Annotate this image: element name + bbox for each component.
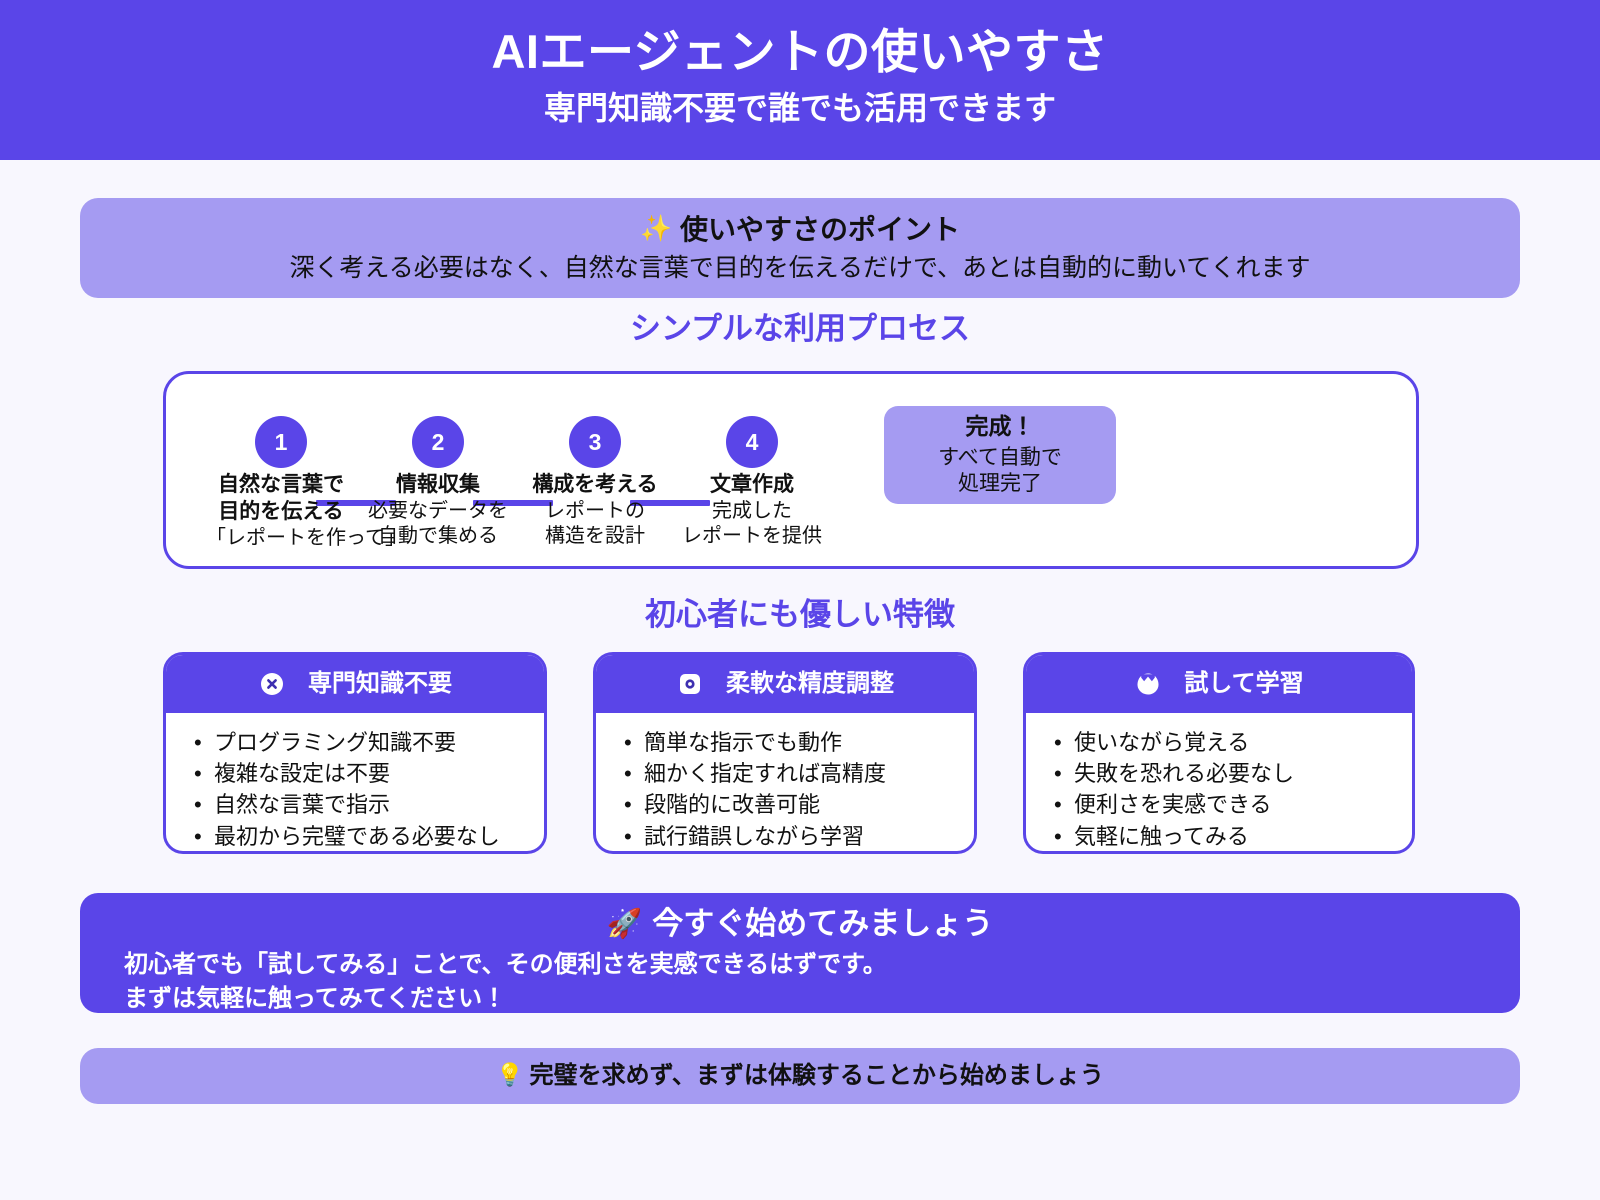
- list-item: プログラミング知識不要: [194, 727, 528, 758]
- feature-card-header: 専門知識不要: [166, 655, 544, 713]
- cta-line1: 初心者でも「試してみる」ことで、その便利さを実感できるはずです。: [124, 950, 887, 978]
- list-item: 便利さを実感できる: [1054, 789, 1396, 820]
- process-steps: 1 自然な言葉で 目的を伝える 「レポートを作って」 2 情報収集 必要なデータ…: [206, 404, 906, 554]
- list-item: 最初から完璧である必要なし: [194, 821, 528, 851]
- cta-title: 今すぐ始めてみましょう: [652, 906, 994, 941]
- step-number-badge: 1: [255, 416, 307, 468]
- list-item: 使いながら覚える: [1054, 727, 1396, 758]
- step-title: 情報収集: [396, 473, 480, 496]
- process-section-heading: シンプルな利用プロセス: [629, 311, 971, 346]
- feature-card-title: 専門知識不要: [308, 670, 452, 697]
- step-connector-2-3: [473, 500, 553, 506]
- step-connector-1-2: [316, 500, 396, 506]
- page-header: AIエージェントの使いやすさ 専門知識不要で誰でも活用できます: [0, 0, 1600, 160]
- list-item: 細かく指定すれば高精度: [624, 758, 958, 789]
- cta-line2: まずは気軽に触ってみてください！: [124, 984, 507, 1012]
- step-description-line2: 自動で集める: [378, 525, 498, 548]
- lightbulb-icon: 💡: [496, 1062, 524, 1088]
- step-description-line2: 構造を設計: [545, 525, 645, 548]
- completion-title: 完成！: [965, 412, 1035, 439]
- list-item: 気軽に触ってみる: [1054, 821, 1396, 851]
- list-item: 段階的に改善可能: [624, 789, 958, 820]
- step-title: 自然な言葉で: [218, 473, 344, 496]
- step-description: 「レポートを作って」: [206, 526, 405, 549]
- step-description: 必要なデータを: [368, 499, 508, 522]
- feature-card-body: 使いながら覚える 失敗を恐れる必要なし 便利さを実感できる 気軽に触ってみる: [1026, 713, 1412, 851]
- completion-box: 完成！ すべて自動で 処理完了: [884, 406, 1116, 504]
- footer-banner: 💡 完璧を求めず、まずは体験することから始めましょう: [80, 1048, 1520, 1104]
- hatching-chick-icon: [1137, 673, 1159, 695]
- completion-line1: すべて自動で: [938, 445, 1062, 469]
- page-subtitle: 専門知識不要で誰でも活用できます: [543, 89, 1056, 126]
- process-flow-card: 1 自然な言葉で 目的を伝える 「レポートを作って」 2 情報収集 必要なデータ…: [163, 371, 1419, 569]
- step-number-badge: 2: [412, 416, 464, 468]
- list-item: 試行錯誤しながら学習: [624, 821, 958, 851]
- point-banner-description: 深く考える必要はなく、自然な言葉で目的を伝えるだけで、あとは自動的に動いてくれま…: [289, 253, 1311, 282]
- feature-item-list: プログラミング知識不要 複雑な設定は不要 自然な言葉で指示 最初から完璧である必…: [192, 727, 528, 851]
- step-description: 完成した: [712, 499, 792, 522]
- step-description-line2: レポートを提供: [682, 525, 822, 548]
- feature-card-body: 簡単な指示でも動作 細かく指定すれば高精度 段階的に改善可能 試行錯誤しながら学…: [596, 713, 974, 851]
- sparkles-icon: ✨: [639, 214, 673, 245]
- feature-card-header: 柔軟な精度調整: [596, 655, 974, 713]
- feature-item-list: 使いながら覚える 失敗を恐れる必要なし 便利さを実感できる 気軽に触ってみる: [1052, 727, 1396, 851]
- point-banner-title: 使いやすさのポイント: [680, 214, 961, 246]
- point-banner-title-row: ✨ 使いやすさのポイント: [640, 213, 960, 247]
- feature-card-flexible-precision: 柔軟な精度調整 簡単な指示でも動作 細かく指定すれば高精度 段階的に改善可能 試…: [593, 652, 977, 854]
- feature-card-body: プログラミング知識不要 複雑な設定は不要 自然な言葉で指示 最初から完璧である必…: [166, 713, 544, 851]
- feature-card-title: 試して学習: [1184, 670, 1304, 697]
- step-title-line2: 目的を伝える: [218, 499, 344, 523]
- rocket-icon: 🚀: [606, 907, 643, 941]
- list-item: 複雑な設定は不要: [194, 758, 528, 789]
- features-section-heading: 初心者にも優しい特徴: [645, 597, 955, 632]
- step-number-badge: 4: [726, 416, 778, 468]
- step-connector-3-4: [630, 500, 710, 506]
- process-step-1: 1 自然な言葉で 目的を伝える 「レポートを作って」: [206, 416, 405, 551]
- step-title: 文章作成: [710, 473, 794, 496]
- footer-text-row: 💡 完璧を求めず、まずは体験することから始めましょう: [496, 1062, 1104, 1091]
- no-code-badge-icon: [261, 673, 283, 695]
- list-item: 自然な言葉で指示: [194, 789, 528, 820]
- step-number-badge: 3: [569, 416, 621, 468]
- process-step-2: 2 情報収集 必要なデータを 自動で集める: [363, 416, 513, 550]
- feature-card-title: 柔軟な精度調整: [726, 670, 894, 697]
- completion-line2: 処理完了: [958, 472, 1042, 496]
- list-item: 簡単な指示でも動作: [624, 727, 958, 758]
- page-title: AIエージェントの使いやすさ: [491, 24, 1109, 78]
- step-description: レポートの: [545, 499, 645, 522]
- call-to-action-banner: 🚀 今すぐ始めてみましょう 初心者でも「試してみる」ことで、その便利さを実感でき…: [80, 893, 1520, 1013]
- feature-card-learn-by-trying: 試して学習 使いながら覚える 失敗を恐れる必要なし 便利さを実感できる 気軽に触…: [1023, 652, 1415, 854]
- usability-point-banner: ✨ 使いやすさのポイント 深く考える必要はなく、自然な言葉で目的を伝えるだけで、…: [80, 198, 1520, 298]
- process-step-3: 3 構成を考える レポートの 構造を設計: [520, 416, 670, 550]
- list-item: 失敗を恐れる必要なし: [1054, 758, 1396, 789]
- cta-title-row: 🚀 今すぐ始めてみましょう: [124, 905, 1476, 944]
- target-dial-icon: [680, 674, 700, 694]
- feature-card-header: 試して学習: [1026, 655, 1412, 713]
- footer-message: 完璧を求めず、まずは体験することから始めましょう: [529, 1061, 1104, 1089]
- process-step-4: 4 文章作成 完成した レポートを提供: [677, 416, 827, 550]
- feature-card-no-expertise: 専門知識不要 プログラミング知識不要 複雑な設定は不要 自然な言葉で指示 最初か…: [163, 652, 547, 854]
- feature-item-list: 簡単な指示でも動作 細かく指定すれば高精度 段階的に改善可能 試行錯誤しながら学…: [622, 727, 958, 851]
- step-title: 構成を考える: [532, 473, 658, 496]
